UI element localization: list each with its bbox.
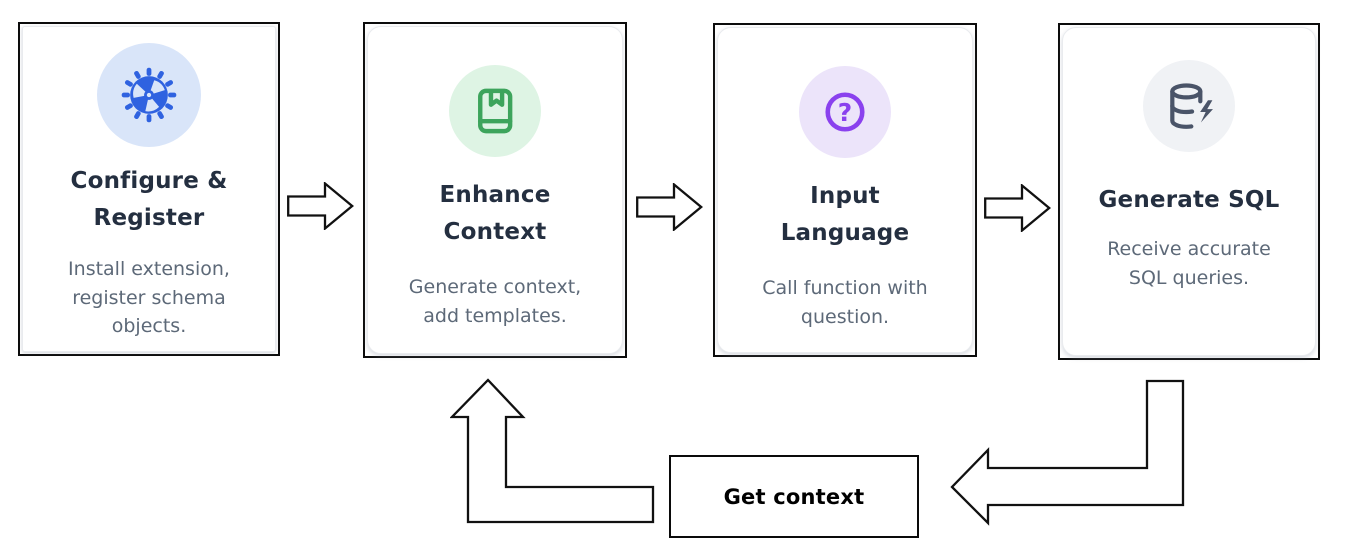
- step-card-enhance-context: Enhance Context Generate context, add te…: [363, 22, 627, 358]
- step-card-input-language: ? Input Language Call function with ques…: [713, 23, 977, 357]
- step-title: Generate SQL: [1098, 182, 1279, 219]
- step-description-line: Call function with: [762, 277, 928, 299]
- step-title-line: Register: [93, 205, 205, 231]
- icon-circle-bg: [1143, 60, 1235, 152]
- step-card-configure-register: Configure & Register Install extension, …: [18, 22, 280, 356]
- step-title: Enhance Context: [440, 177, 551, 251]
- step-title-line: Configure &: [70, 168, 228, 194]
- step-description-line: Receive accurate: [1107, 238, 1271, 260]
- step-title: Input Language: [781, 178, 910, 252]
- step-description-line: add templates.: [423, 304, 567, 327]
- step-description-line: register schema: [72, 286, 226, 309]
- step-title-line: Language: [780, 220, 910, 246]
- arrow-right-1: [287, 182, 354, 230]
- book-icon: [449, 65, 541, 157]
- question-glyph: ?: [838, 98, 852, 127]
- step-card-inner: ? Input Language Call function with ques…: [717, 27, 973, 353]
- step-card-inner: Configure & Register Install extension, …: [22, 26, 276, 352]
- step-card-generate-sql: Generate SQL Receive accurate SQL querie…: [1058, 23, 1320, 360]
- get-context-box: Get context: [669, 455, 919, 538]
- step-title-line: Context: [443, 219, 547, 245]
- icon-circle-bg: [449, 65, 541, 157]
- step-description: Call function with question.: [762, 274, 927, 331]
- get-context-label: Get context: [723, 484, 865, 509]
- gear-icon: [97, 43, 201, 147]
- step-title: Configure & Register: [71, 163, 228, 237]
- step-description-line: objects.: [111, 315, 187, 337]
- arrow-right-2: [636, 183, 703, 231]
- step-description-line: Generate context,: [408, 276, 582, 298]
- step-title-line: Enhance: [439, 182, 551, 208]
- arrow-loop-down-left: [950, 379, 1185, 526]
- database-bolt-icon: [1143, 60, 1235, 152]
- step-card-inner: Enhance Context Generate context, add te…: [367, 26, 623, 354]
- step-description: Receive accurate SQL queries.: [1107, 235, 1271, 292]
- step-title-line: Generate SQL: [1098, 187, 1280, 213]
- step-description-line: question.: [800, 305, 890, 328]
- step-card-inner: Generate SQL Receive accurate SQL querie…: [1062, 27, 1316, 356]
- icon-circle-bg: [799, 66, 891, 158]
- question-icon: ?: [799, 66, 891, 158]
- step-description-line: SQL queries.: [1128, 266, 1250, 289]
- step-description-line: Install extension,: [68, 258, 230, 280]
- step-description: Install extension, register schema objec…: [68, 255, 230, 341]
- step-description: Generate context, add templates.: [409, 273, 581, 330]
- arrow-right-3: [984, 184, 1051, 232]
- arrow-loop-left-up: [450, 378, 655, 524]
- step-title-line: Input: [810, 183, 880, 209]
